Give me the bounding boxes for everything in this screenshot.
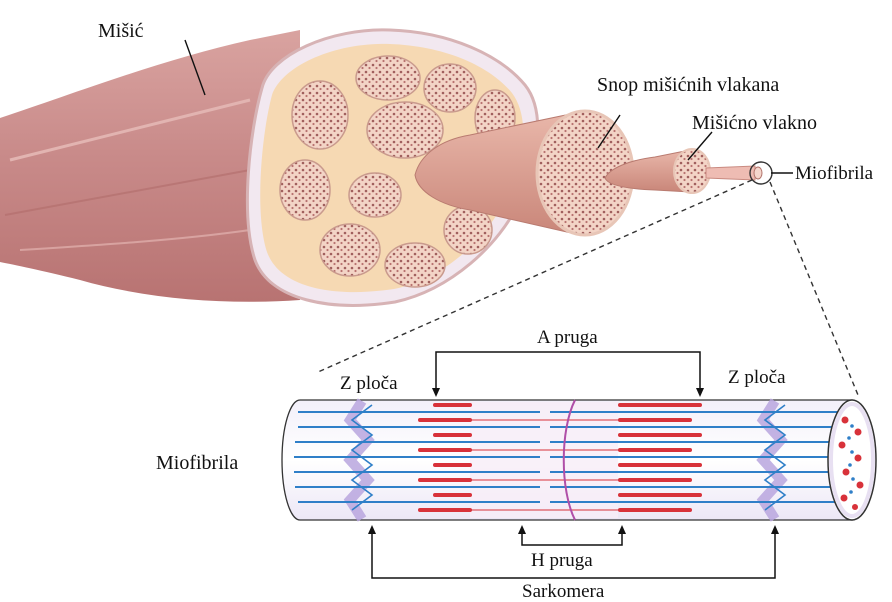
label-sarkomera: Sarkomera bbox=[522, 581, 605, 602]
label-miofibrila-left: Miofibrila bbox=[156, 452, 238, 474]
label-a-pruga: A pruga bbox=[537, 327, 598, 348]
label-miofibrila-top: Miofibrila bbox=[795, 163, 874, 184]
label-h-pruga: H pruga bbox=[531, 550, 593, 571]
myofibril-end-cap bbox=[828, 400, 876, 520]
label-misic: Mišić bbox=[98, 20, 144, 42]
a-band-bracket bbox=[436, 352, 700, 390]
label-z-ploca-left: Z ploča bbox=[340, 373, 398, 394]
label-vlakno: Mišićno vlakno bbox=[692, 112, 817, 134]
h-zone-bracket bbox=[522, 532, 622, 545]
myofibril-cylinder bbox=[282, 400, 876, 520]
label-snop: Snop mišićnih vlakana bbox=[597, 74, 779, 96]
myofibril-small bbox=[706, 162, 772, 184]
label-z-ploca-right: Z ploča bbox=[728, 367, 786, 388]
